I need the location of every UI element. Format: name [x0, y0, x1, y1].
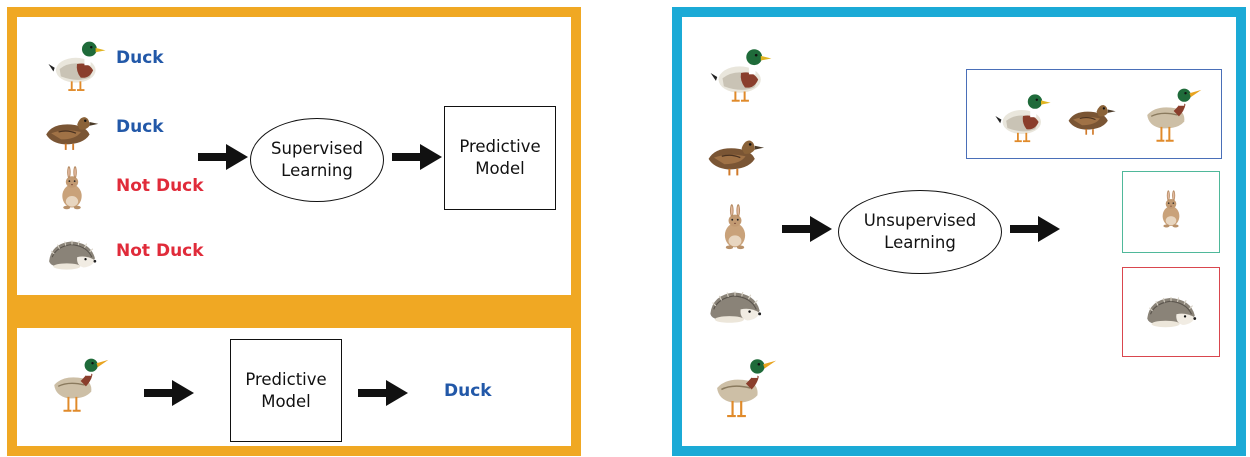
hedgehog-cluster [1122, 267, 1220, 357]
standing-mallard-icon [44, 352, 112, 418]
arrow-right-icon [1010, 214, 1060, 244]
rabbit-icon [50, 158, 94, 220]
supervised-learning-text: Supervised Learning [271, 139, 363, 180]
supervised-learning-node: Supervised Learning [250, 118, 384, 202]
arrow-right-icon [198, 142, 248, 172]
brown-duck-icon [38, 96, 104, 158]
mallard-duck-icon [46, 33, 108, 95]
arrow-right-icon [358, 378, 408, 408]
label-not-duck-1: Not Duck [116, 176, 204, 196]
hedgehog-icon [1136, 284, 1206, 338]
label-duck-1: Duck [116, 48, 164, 68]
predictive-model-box: Predictive Model [444, 106, 556, 210]
label-duck-2: Duck [116, 117, 164, 137]
prediction-output-label: Duck [444, 381, 492, 401]
predictive-model-text: Predictive Model [459, 137, 541, 178]
rabbit-icon [712, 195, 758, 261]
arrow-right-icon [392, 142, 442, 172]
unsupervised-learning-text: Unsupervised Learning [863, 211, 977, 252]
hedgehog-icon [38, 228, 106, 280]
duck-cluster [966, 69, 1222, 159]
unsupervised-learning-node: Unsupervised Learning [838, 190, 1002, 274]
arrow-right-icon [144, 378, 194, 408]
prediction-area [17, 328, 571, 446]
standing-mallard-icon [1136, 82, 1206, 148]
prediction-model-box: Predictive Model [230, 339, 342, 442]
rabbit-cluster [1122, 171, 1220, 253]
prediction-model-text: Predictive Model [245, 369, 327, 411]
brown-duck-icon [1062, 86, 1120, 142]
label-not-duck-2: Not Duck [116, 241, 204, 261]
arrow-right-icon [782, 214, 832, 244]
mallard-duck-icon [708, 40, 774, 106]
brown-duck-icon [700, 118, 770, 184]
rabbit-icon [1152, 178, 1190, 242]
mallard-duck-icon [993, 86, 1053, 146]
standing-mallard-icon [706, 352, 780, 424]
hedgehog-icon [698, 278, 772, 334]
